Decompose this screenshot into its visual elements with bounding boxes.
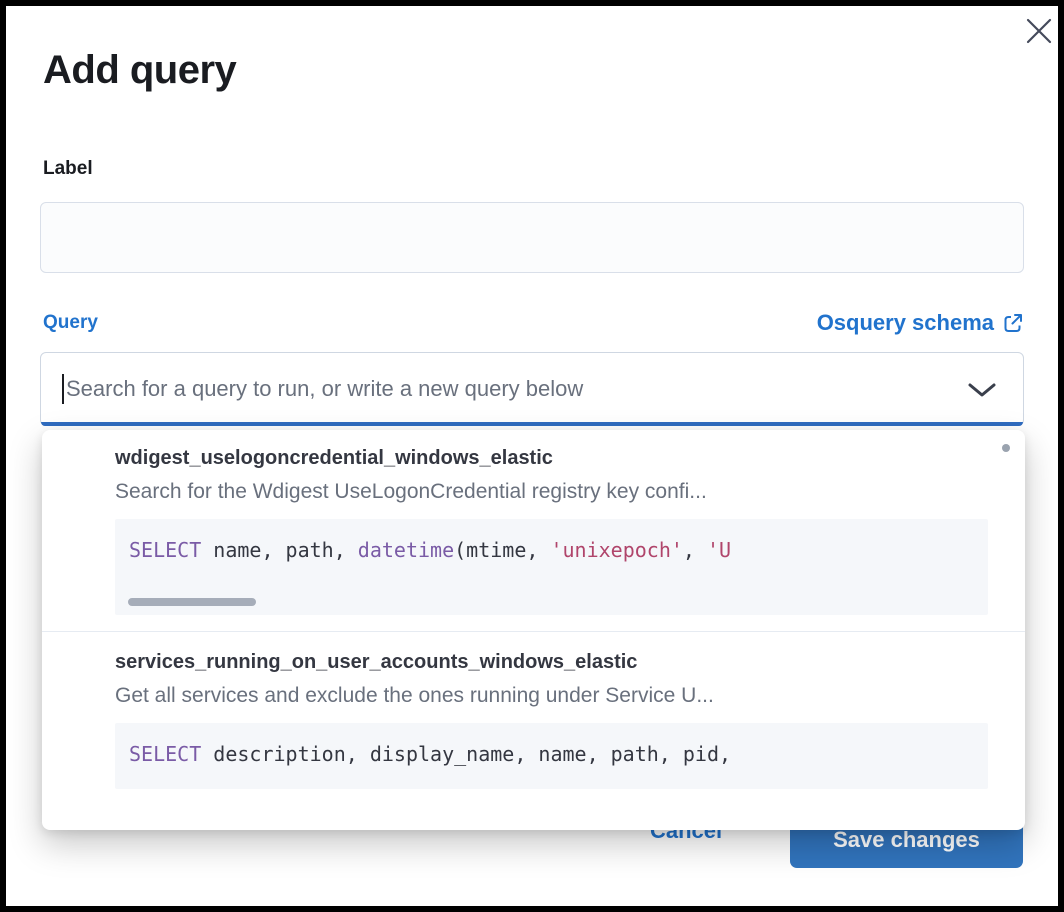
label-input[interactable] (40, 202, 1024, 273)
page-title: Add query (43, 48, 237, 92)
query-search-combobox[interactable]: Search for a query to run, or write a ne… (40, 352, 1024, 426)
query-option-wdigest[interactable]: wdigest_uselogoncredential_windows_elast… (42, 430, 1025, 615)
osquery-schema-link-label: Osquery schema (816, 310, 994, 335)
query-option-sql-preview: SELECT description, display_name, name, … (115, 723, 988, 789)
query-search-placeholder: Search for a query to run, or write a ne… (66, 376, 584, 401)
chevron-down-icon[interactable] (967, 382, 997, 398)
text-caret (62, 374, 64, 404)
query-option-description: Search for the Wdigest UseLogonCredentia… (115, 480, 707, 503)
query-field-label: Query (43, 312, 98, 333)
focus-underline (41, 422, 1023, 426)
query-option-name: services_running_on_user_accounts_window… (115, 651, 638, 673)
external-link-icon (1002, 312, 1024, 334)
query-option-sql-preview: SELECT name, path, datetime(mtime, 'unix… (115, 519, 988, 615)
vertical-scrollbar-thumb[interactable] (1002, 444, 1010, 452)
sql-code-line: SELECT name, path, datetime(mtime, 'unix… (129, 538, 732, 562)
osquery-schema-link[interactable]: Osquery schema (817, 310, 1024, 336)
label-field-label: Label (43, 158, 93, 179)
close-icon[interactable] (1024, 16, 1054, 46)
option-divider (42, 631, 1025, 632)
query-option-services[interactable]: services_running_on_user_accounts_window… (42, 632, 1025, 789)
saved-queries-dropdown: wdigest_uselogoncredential_windows_elast… (42, 430, 1025, 830)
horizontal-scrollbar-thumb[interactable] (128, 598, 256, 606)
query-option-description: Get all services and exclude the ones ru… (115, 684, 714, 707)
query-option-name: wdigest_uselogoncredential_windows_elast… (115, 447, 553, 469)
sql-code-line: SELECT description, display_name, name, … (129, 742, 732, 766)
